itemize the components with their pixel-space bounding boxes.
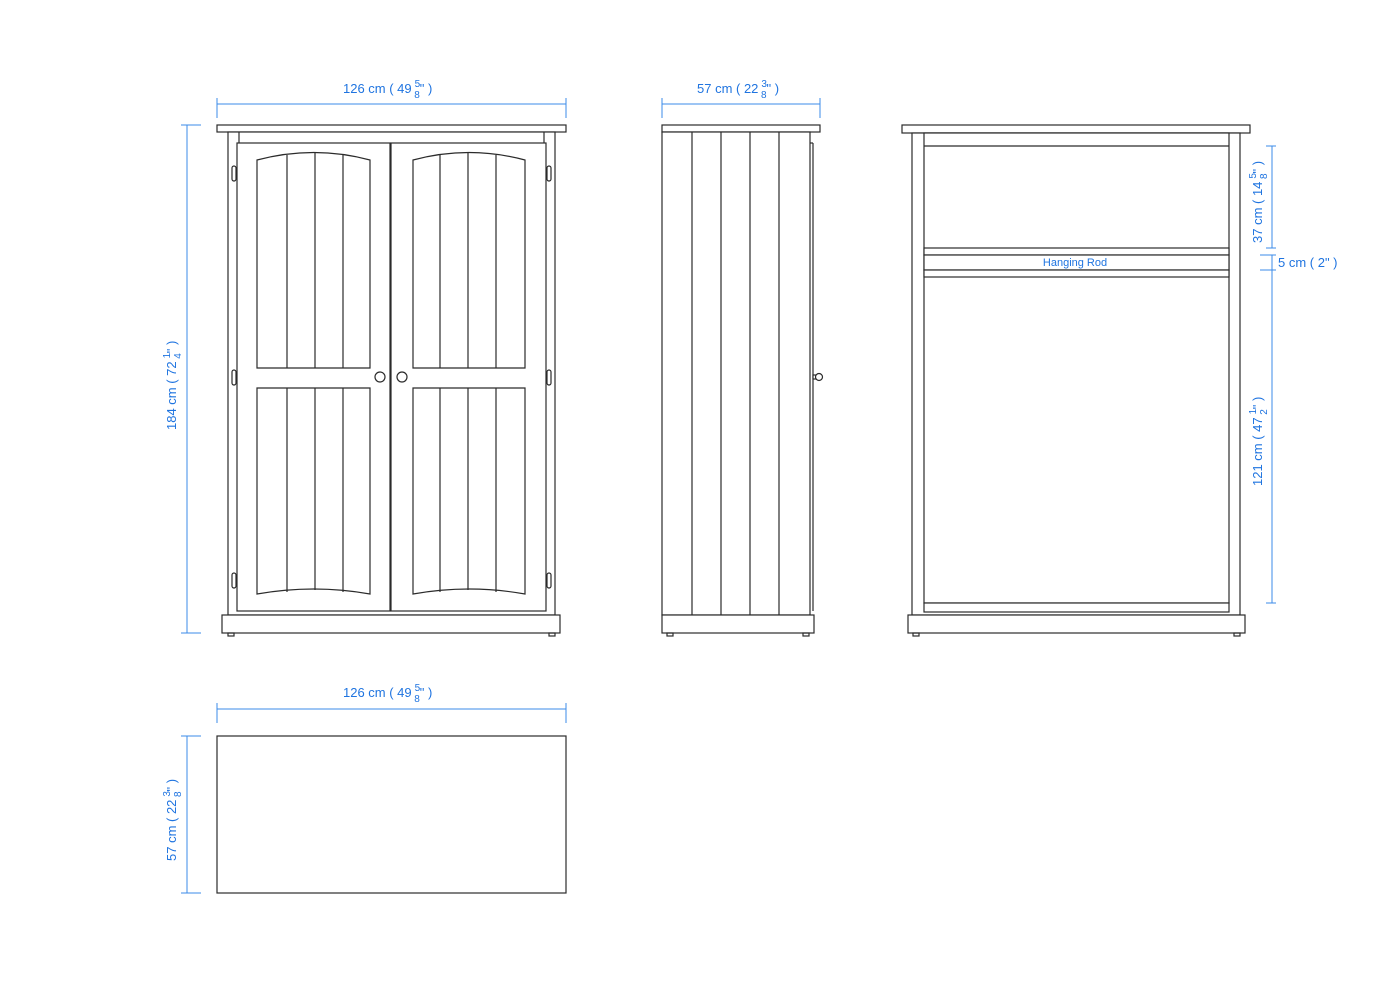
foot (227, 632, 235, 637)
dimension-label: 126 cm ( 49 (343, 685, 412, 700)
shelf (923, 247, 1230, 256)
left-door[interactable] (236, 142, 391, 612)
front-height-dimension: 184 cm ( 7214" ) (162, 124, 201, 634)
svg-text:57 cm ( 2238" ): 57 cm ( 2238" ) (697, 79, 779, 101)
svg-text:184 cm ( 7214" ): 184 cm ( 7214" ) (162, 341, 184, 430)
right-door[interactable] (390, 142, 547, 612)
hanging-rod-label: Hanging Rod (1043, 257, 1107, 269)
front-plinth (221, 614, 561, 634)
dimension-label: 5 cm ( 2" ) (1278, 255, 1338, 270)
door-knob-icon (812, 372, 824, 382)
dimension-label: 57 cm ( 22 (697, 81, 758, 96)
svg-text:121 cm ( 4712" ): 121 cm ( 4712" ) (1248, 397, 1270, 486)
front-top-cap (216, 124, 567, 133)
svg-text:57 cm ( 2238" ): 57 cm ( 2238" ) (162, 779, 184, 861)
dimension-label: 126 cm ( 49 (343, 81, 412, 96)
dimension-label: 184 cm ( 72 (164, 361, 179, 430)
interior-view: Hanging Rod 37 cm ( 1458" ) 5 cm ( 2" ) … (901, 124, 1338, 637)
top-depth-dimension: 57 cm ( 2238" ) (162, 735, 201, 894)
svg-text:37 cm ( 1458" ): 37 cm ( 1458" ) (1248, 161, 1270, 243)
door-knob-icon (374, 371, 386, 383)
hinge-icon (231, 165, 552, 589)
foot (548, 632, 556, 637)
dimension-label: 37 cm ( 14 (1250, 182, 1265, 243)
dimension-label: 121 cm ( 47 (1250, 417, 1265, 486)
dimension-label: 57 cm ( 22 (164, 800, 179, 861)
door-knob-icon (396, 371, 408, 383)
interior-dimensions: 37 cm ( 1458" ) 5 cm ( 2" ) 121 cm ( 471… (1248, 145, 1338, 604)
